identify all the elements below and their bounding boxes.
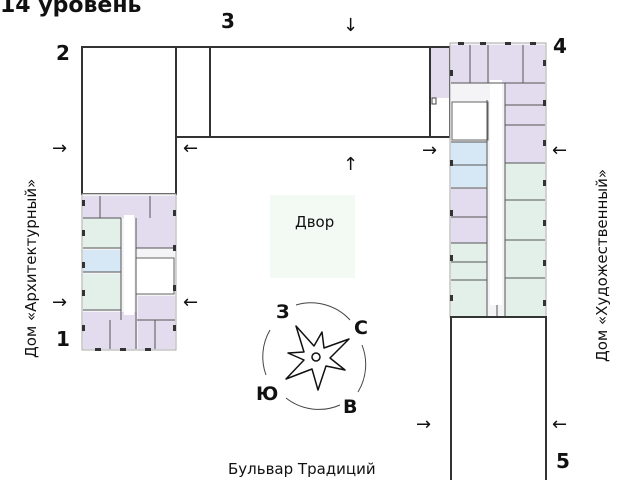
arrow-left: ← [183,138,198,159]
section-number-4: 4 [553,34,567,58]
arrow-up: ↑ [343,154,358,175]
building-name-left: Дом «Архитектурный» [22,179,40,358]
compass-north: С [354,317,368,339]
compass-west: З [276,301,290,323]
arrow-right: → [52,138,67,159]
floor-plan-section-1[interactable] [81,193,177,351]
building-section-5[interactable] [450,316,547,480]
arrow-right: → [416,414,431,435]
compass-south: Ю [256,383,278,405]
floor-title: 14 уровень [0,0,141,18]
section-number-2: 2 [56,41,70,65]
section-number-3: 3 [221,9,235,33]
courtyard-label: Двор [295,213,334,231]
compass-rose-icon [262,302,367,410]
section-number-5: 5 [556,449,570,473]
compass-east: В [343,396,357,418]
courtyard-area [270,195,355,278]
section-number-1: 1 [56,327,70,351]
building-name-right: Дом «Художественный» [593,169,611,362]
building-section-2[interactable] [81,46,177,195]
arrow-left: ← [183,292,198,313]
arrow-right: → [422,140,437,161]
street-name: Бульвар Традиций [228,460,376,478]
floor-plan-section-4[interactable] [449,42,547,318]
building-section-3[interactable] [175,46,451,138]
arrow-left: ← [552,140,567,161]
arrow-down: ↓ [343,15,358,36]
arrow-right: → [52,292,67,313]
arrow-left: ← [552,414,567,435]
